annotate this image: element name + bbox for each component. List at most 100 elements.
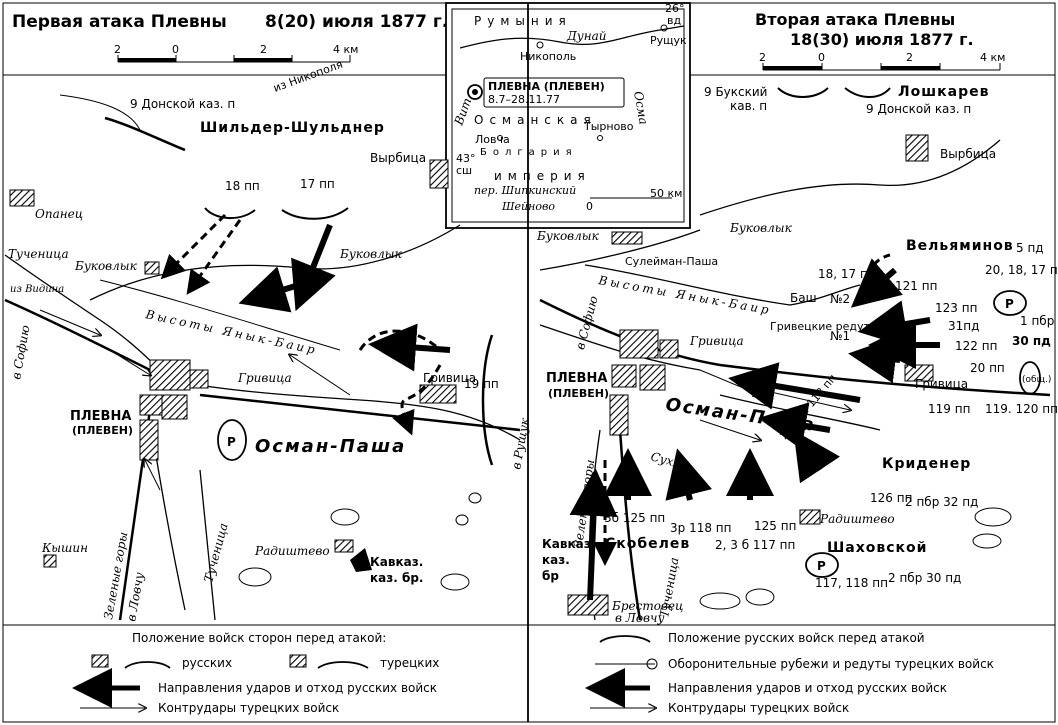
right-bukovlyk-river: Буковлык bbox=[729, 221, 793, 235]
right-attack-7 bbox=[793, 430, 840, 484]
left-17-position bbox=[281, 207, 349, 220]
right-cmd-skobelev: Скобелев bbox=[605, 536, 690, 552]
right-river-bukovlyk bbox=[699, 139, 1001, 216]
legend-left-turkish-line bbox=[317, 661, 369, 669]
legend-left: Положение войск сторон перед атакой: рус… bbox=[72, 631, 439, 715]
left-opanets-village bbox=[9, 189, 35, 207]
right-vyrbitsa-village bbox=[905, 134, 929, 162]
inset-nikopol: Никополь bbox=[520, 50, 576, 63]
right-defense-line bbox=[584, 264, 861, 306]
left-wood-3 bbox=[440, 573, 470, 591]
inset-lat: 43° bbox=[456, 152, 476, 165]
legend-right-defense: Оборонительные рубежи и редуты турецких … bbox=[668, 657, 994, 671]
right-unit-122: 122 пп bbox=[955, 339, 997, 353]
left-scale-bar: 2 0 2 4 км bbox=[114, 43, 358, 63]
right-n1: №1 bbox=[830, 329, 850, 343]
inset-empire: империя bbox=[494, 169, 591, 183]
inset-danube: Дунай bbox=[566, 29, 607, 43]
left-scale-2b: 2 bbox=[260, 43, 267, 56]
legend-left-russian-sym bbox=[91, 654, 109, 668]
inset-osma: Осма bbox=[631, 90, 651, 126]
right-unit-125: 125 пп bbox=[754, 519, 796, 533]
legend-right-counter: Контрудары турецких войск bbox=[668, 701, 849, 715]
legend-left-russian: русских bbox=[182, 656, 232, 670]
left-kyshin-village bbox=[43, 554, 57, 568]
inset-lon2: вд bbox=[667, 14, 681, 27]
right-reserve-1 bbox=[993, 290, 1027, 316]
left-vyrbitsa-village bbox=[429, 159, 449, 189]
right-scale-2b: 2 bbox=[906, 51, 913, 64]
right-reserve-3 bbox=[805, 552, 839, 578]
legend-left-russian-line bbox=[124, 661, 171, 669]
left-hill-1 bbox=[59, 94, 141, 131]
right-unit-119: 119 пп bbox=[928, 402, 970, 416]
inset-scale-50: 50 км bbox=[650, 187, 682, 200]
left-wood-1 bbox=[330, 508, 360, 526]
right-attack-6 bbox=[758, 402, 831, 450]
left-commander-turkish: Осман-Паша bbox=[255, 436, 406, 457]
left-river-grivitsa bbox=[169, 379, 521, 441]
left-bukovlyk-river: Буковлык bbox=[339, 247, 403, 261]
right-unit-18-17: 18, 17 пп bbox=[818, 267, 876, 281]
right-counter-3 bbox=[739, 384, 850, 410]
legend-left-turkish: турецких bbox=[380, 656, 439, 670]
legend-left-counter: Контрудары турецких войск bbox=[158, 701, 339, 715]
right-unit-2pbr-32: 2 пбр 32 пд bbox=[905, 495, 978, 509]
inset-danube-line bbox=[459, 25, 685, 49]
inset-scale-0: 0 bbox=[586, 200, 593, 213]
right-plevna: ПЛЕВНА bbox=[546, 371, 607, 386]
left-unit-cavkaz2: каз. бр. bbox=[370, 571, 423, 585]
right-unit-1pbr: 1 пбр bbox=[1020, 314, 1054, 328]
left-unit-19: 19 пп bbox=[464, 377, 499, 391]
right-reserve-2 bbox=[1019, 361, 1041, 395]
right-wood-1 bbox=[699, 592, 741, 610]
inset-plevna: ПЛЕВНА (ПЛЕВЕН) bbox=[488, 80, 605, 93]
left-grivitsa: Гривица bbox=[423, 371, 476, 385]
left-attack-17a bbox=[291, 223, 336, 312]
right-attack-1 bbox=[850, 258, 903, 308]
right-unit-119-120: 119. 120 пп bbox=[985, 402, 1058, 416]
right-unit-20: 20 пп bbox=[970, 361, 1005, 375]
left-nikopol-road: из Никополя bbox=[272, 58, 345, 95]
right-unit-20-18-17: 20, 18, 17 пп bbox=[985, 263, 1058, 277]
right-bash: Баш bbox=[790, 291, 817, 305]
left-ridge bbox=[99, 279, 341, 351]
left-vyrbitsa: Вырбица bbox=[370, 151, 426, 165]
inset-vit: Вит bbox=[451, 96, 474, 128]
left-ridge-label: Высоты Янык-Баир bbox=[143, 307, 319, 357]
left-don-position bbox=[104, 116, 186, 152]
left-river-tuchenitsa2 bbox=[199, 469, 216, 621]
right-vyrbitsa: Вырбица bbox=[940, 147, 996, 161]
right-unit-cav: Кавказ. bbox=[542, 537, 595, 551]
left-wood-5 bbox=[455, 514, 469, 526]
left-title: Первая атака Плевны 8(20) июля 1877 г. bbox=[12, 12, 448, 32]
right-bug-position bbox=[777, 87, 829, 98]
left-retreat-19 bbox=[392, 364, 442, 436]
right-unit-123: 123 пп bbox=[935, 301, 977, 315]
right-unit-bug2: кав. п bbox=[730, 99, 767, 113]
right-unit-3b-125: 3б 125 пп bbox=[604, 511, 665, 525]
left-vidin-road: из Видина bbox=[10, 284, 64, 295]
left-tuchenitsa: Тученица bbox=[8, 247, 69, 261]
inset-ottoman: Османская bbox=[474, 113, 597, 127]
legend-left-turkish-sym bbox=[289, 654, 307, 668]
left-attack-18b bbox=[160, 213, 227, 280]
left-lovech: в Ловчу bbox=[124, 571, 146, 622]
right-scale-bar: 2 0 2 4 км bbox=[759, 51, 1005, 71]
left-title-date: 8(20) июля 1877 г. bbox=[265, 12, 448, 32]
right-don-position bbox=[844, 87, 891, 98]
legend-right-position: Положение русских войск перед атакой bbox=[668, 631, 925, 645]
right-unit-2pbr-30: 2 пбр 30 пд bbox=[888, 571, 961, 585]
left-attack-18a bbox=[186, 219, 242, 295]
right-road-lovech bbox=[618, 429, 642, 621]
right-bukovlyk-village bbox=[611, 231, 643, 245]
left-unit-don: 9 Донской каз. п bbox=[130, 97, 235, 111]
right-reserve-1-label: Р bbox=[1005, 297, 1014, 311]
right-title-date: 18(30) июля 1877 г. bbox=[790, 30, 974, 49]
right-river-bukovlyk-west bbox=[539, 229, 701, 271]
left-kyshin: Кышин bbox=[41, 541, 88, 555]
right-counter-2 bbox=[699, 419, 760, 440]
right-title-text: Вторая атака Плевны bbox=[755, 10, 955, 29]
right-bukovlyk: Буковлык bbox=[536, 229, 600, 243]
